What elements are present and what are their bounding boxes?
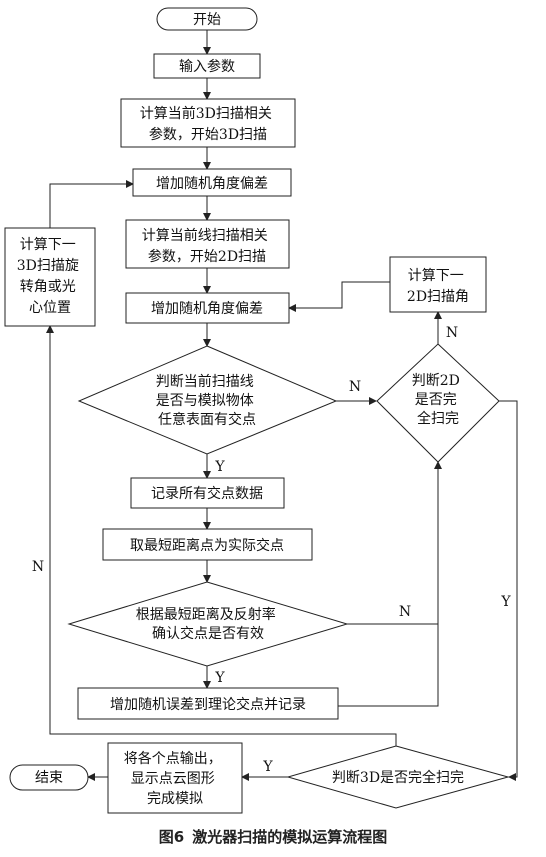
- label-done3d-no: N: [32, 559, 44, 575]
- node-calc-next-3d-line4: 心位置: [29, 300, 71, 316]
- node-calc-next-3d-line3: 转角或光: [20, 279, 76, 295]
- node-add-error: 增加随机误差到理论交点并记录: [77, 687, 339, 720]
- svg-text:判断2D 是否完 全扫完: 判断2D 是否完 全扫完: [412, 373, 465, 427]
- svg-text:增加随机角度偏差: 增加随机角度偏差: [156, 176, 268, 192]
- node-judge-3d-done: 判断3D是否完全扫完: [286, 745, 510, 809]
- node-output-points: 将各个点输出， 显示点云图形 完成模拟: [107, 742, 243, 814]
- node-take-shortest-text: 取最短距离点为实际交点: [130, 537, 284, 554]
- label-done2d-no: N: [446, 325, 458, 341]
- node-record-points: 记录所有交点数据: [130, 477, 285, 509]
- node-judge-valid-line1: 根据最短距离及反射率: [136, 606, 276, 623]
- node-end: 结束: [9, 764, 89, 791]
- node-output-points-line1: 将各个点输出，: [124, 751, 222, 767]
- figure-number: 图6: [158, 828, 185, 846]
- node-calc-line-scan-line1: 计算当前线扫描相关: [142, 227, 268, 244]
- node-judge-2d-done-line1: 判断2D: [412, 373, 460, 389]
- label-done2d-yes: Y: [500, 594, 511, 610]
- node-add-angle-dev-1: 增加随机角度偏差: [132, 168, 292, 197]
- node-calc-next-3d: 计算下一 3D扫描旋 转角或光 心位置: [4, 227, 96, 327]
- node-calc-line-scan-line2: 参数，开始2D扫描: [148, 248, 266, 265]
- node-calc-next-3d-line1: 计算下一: [20, 237, 76, 253]
- svg-text:Y: Y: [214, 670, 225, 686]
- node-calc-line-scan: 计算当前线扫描相关 参数，开始2D扫描: [125, 219, 290, 269]
- edge-adderror-back: [338, 624, 439, 707]
- svg-text:将各个点输出， 显示点云图形 完成模: 将各个点输出， 显示点云图形 完成模拟: [124, 751, 226, 807]
- label-done3d-yes: Y: [262, 759, 273, 775]
- svg-text:N: N: [446, 325, 458, 341]
- node-calc-next-2d-line1: 计算下一: [408, 268, 464, 284]
- edge-next2d-back: [288, 281, 390, 312]
- figure-caption: 图6 激光器扫描的模拟运算流程图: [0, 826, 546, 847]
- edge-valid-no: [347, 461, 442, 625]
- edges: [46, 30, 518, 781]
- svg-text:输入参数: 输入参数: [179, 58, 235, 75]
- svg-text:根据最短距离及反射率 确认交点是否有效: 根据最短距离及反射率 确认交点是否有效: [136, 606, 280, 642]
- node-output-points-line3: 完成模拟: [147, 791, 203, 807]
- edge-done3d-no: [46, 325, 397, 746]
- node-add-angle-dev-1-text: 增加随机角度偏差: [156, 176, 268, 192]
- svg-text:计算下一 3D扫描旋 转角或光: 计算下一 3D扫描旋 转角或光 心位置: [17, 237, 84, 316]
- svg-text:Y: Y: [214, 459, 225, 475]
- node-end-text: 结束: [35, 770, 63, 786]
- node-calc-3d-scan-line1: 计算当前3D扫描相关: [140, 105, 272, 122]
- node-judge-2d-done-line3: 全扫完: [417, 410, 459, 427]
- svg-text:记录所有交点数据: 记录所有交点数据: [151, 485, 263, 502]
- node-record-points-text: 记录所有交点数据: [151, 485, 263, 502]
- svg-text:计算当前3D扫描相关 参数，开始3D扫描: 计算当前3D扫描相关 参数，开始3D扫描: [140, 105, 277, 143]
- label-valid-no: N: [399, 604, 411, 620]
- node-take-shortest: 取最短距离点为实际交点: [102, 528, 313, 561]
- node-judge-intersect-line2: 是否与模拟物体: [156, 393, 254, 409]
- node-calc-3d-scan-line2: 参数，开始3D扫描: [149, 126, 267, 143]
- svg-text:Y: Y: [500, 594, 511, 610]
- figure-title: 激光器扫描的模拟运算流程图: [192, 828, 388, 846]
- node-judge-valid-line2: 确认交点是否有效: [152, 625, 264, 642]
- svg-text:Y: Y: [262, 759, 273, 775]
- node-output-points-line2: 显示点云图形: [131, 771, 215, 787]
- node-calc-next-2d-line2: 2D扫描角: [407, 289, 469, 305]
- node-judge-3d-done-text: 判断3D是否完全扫完: [332, 769, 464, 786]
- node-input-params: 输入参数: [153, 53, 261, 79]
- svg-text:N: N: [32, 559, 44, 575]
- svg-text:增加随机角度偏差: 增加随机角度偏差: [151, 301, 263, 317]
- node-judge-intersect-line1: 判断当前扫描线: [156, 373, 254, 390]
- svg-text:取最短距离点为实际交点: 取最短距离点为实际交点: [130, 537, 284, 554]
- svg-text:判断3D是否完全扫完: 判断3D是否完全扫完: [332, 769, 464, 786]
- node-judge-valid: 根据最短距离及反射率 确认交点是否有效: [67, 581, 349, 667]
- node-calc-3d-scan: 计算当前3D扫描相关 参数，开始3D扫描: [120, 98, 296, 148]
- svg-text:增加随机误差到理论交点并记录: 增加随机误差到理论交点并记录: [110, 696, 306, 713]
- node-judge-2d-done-line2: 是否完: [415, 392, 457, 408]
- node-add-angle-dev-2-text: 增加随机角度偏差: [151, 301, 263, 317]
- node-judge-intersect-line3: 任意表面有交点: [158, 411, 256, 428]
- node-start-text: 开始: [193, 12, 221, 28]
- svg-text:计算下一 2D扫描角: 计算下一 2D扫描角: [407, 268, 469, 305]
- label-intersect-no: N: [349, 379, 361, 395]
- flowchart: 开始 输入参数 计算当前3D扫描相关 参数，开始3D扫描 增加随机角度偏差 计算…: [4, 7, 518, 814]
- svg-text:结束: 结束: [35, 770, 63, 786]
- node-add-angle-dev-2: 增加随机角度偏差: [125, 292, 290, 324]
- svg-text:N: N: [349, 379, 361, 395]
- edge-labels: N Y N Y N Y N Y: [32, 325, 512, 775]
- node-add-error-text: 增加随机误差到理论交点并记录: [110, 696, 306, 713]
- node-calc-next-2d: 计算下一 2D扫描角: [389, 256, 487, 313]
- node-judge-2d-done: 判断2D 是否完 全扫完: [376, 343, 500, 463]
- node-start: 开始: [156, 7, 258, 31]
- node-calc-next-3d-line2: 3D扫描旋: [17, 258, 79, 274]
- edge-next3d-back: [49, 180, 134, 228]
- svg-text:计算当前线扫描相关 参数，开始2D扫描: 计算当前线扫描相关 参数，开始2D扫描: [142, 227, 272, 265]
- node-judge-intersect: 判断当前扫描线 是否与模拟物体 任意表面有交点: [77, 345, 338, 455]
- node-input-params-text: 输入参数: [179, 58, 235, 75]
- svg-text:N: N: [399, 604, 411, 620]
- svg-text:判断当前扫描线 是否与模拟物体 任意: 判断当前扫描线 是否与模拟物体 任意表面有交点: [156, 373, 258, 428]
- edge-done2d-yes: [499, 400, 518, 781]
- svg-text:开始: 开始: [193, 12, 221, 28]
- label-intersect-yes: Y: [214, 459, 225, 475]
- label-valid-yes: Y: [214, 670, 225, 686]
